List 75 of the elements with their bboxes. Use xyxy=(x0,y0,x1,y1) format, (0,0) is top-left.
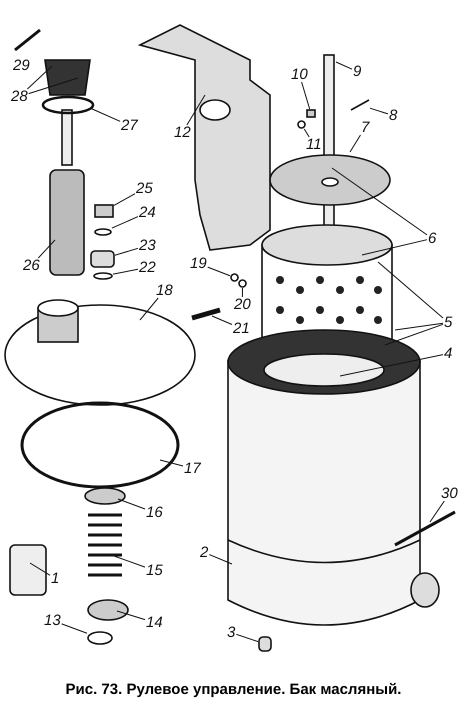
callout-number: 19 xyxy=(189,256,208,271)
leader-line xyxy=(430,500,445,522)
bushing-drawing xyxy=(90,250,115,268)
leader-line xyxy=(212,316,232,325)
ring-drawing xyxy=(297,120,306,129)
leader-line xyxy=(186,94,206,126)
leader-line xyxy=(118,498,146,510)
nut-drawing xyxy=(94,204,114,218)
callout-number: 4 xyxy=(443,346,454,361)
leader-line xyxy=(116,610,146,620)
leader-line xyxy=(28,78,78,94)
leader-line xyxy=(340,354,444,376)
leader-line xyxy=(61,623,88,634)
leader-line xyxy=(207,266,230,276)
leader-line xyxy=(384,324,444,346)
callout-number: 20 xyxy=(233,297,252,312)
callout-number: 25 xyxy=(135,181,154,196)
callout-number: 26 xyxy=(22,258,41,273)
callout-number: 1 xyxy=(50,571,60,586)
callout-number: 9 xyxy=(352,64,362,79)
callout-number: 18 xyxy=(155,283,174,298)
callout-number: 27 xyxy=(120,118,139,133)
callout-number: 6 xyxy=(427,231,438,246)
figure-caption: Рис. 73. Рулевое управление. Бак масляный. xyxy=(64,681,402,698)
leader-line xyxy=(336,62,352,70)
leader-line xyxy=(30,562,50,576)
callout-number: 16 xyxy=(145,505,164,520)
callout-number: 29 xyxy=(12,58,31,73)
leader-line xyxy=(370,108,388,114)
leader-line xyxy=(160,460,184,466)
ring-drawing xyxy=(87,631,113,645)
ring-drawing xyxy=(238,279,247,288)
leader-line xyxy=(112,268,138,275)
leader-line xyxy=(114,556,146,568)
callout-number: 28 xyxy=(10,89,29,104)
leader-line xyxy=(114,193,136,206)
ring-drawing xyxy=(94,228,112,236)
callout-number: 15 xyxy=(145,563,164,578)
callout-number: 3 xyxy=(226,625,236,640)
callout-number: 8 xyxy=(388,108,398,123)
leader-line xyxy=(394,322,444,330)
leader-line xyxy=(378,262,444,318)
ring-drawing xyxy=(93,272,113,280)
callout-number: 10 xyxy=(290,67,309,82)
leader-line xyxy=(208,554,232,564)
leader-line xyxy=(304,128,310,138)
leader-line xyxy=(362,239,428,256)
callout-number: 12 xyxy=(173,125,192,140)
callout-number: 13 xyxy=(43,613,62,628)
pin-drawing xyxy=(350,99,370,111)
ring-drawing xyxy=(230,273,239,282)
leader-line xyxy=(301,82,310,110)
nut-drawing xyxy=(306,109,316,118)
leader-line xyxy=(90,108,120,122)
leader-line xyxy=(350,134,361,152)
leader-line xyxy=(114,248,138,256)
callout-number: 5 xyxy=(443,315,454,330)
leader-line xyxy=(140,298,159,320)
callout-number: 2 xyxy=(199,545,210,560)
callout-number: 22 xyxy=(138,260,157,275)
callout-number: 14 xyxy=(145,615,164,630)
leader-line xyxy=(242,288,243,298)
callout-number: 11 xyxy=(305,137,323,152)
callout-number: 23 xyxy=(138,238,157,253)
leader-line xyxy=(112,216,138,229)
leader-line xyxy=(332,168,428,236)
callout-number: 7 xyxy=(360,120,370,135)
leader-line xyxy=(38,240,56,258)
leader-line xyxy=(26,66,52,90)
callout-number: 30 xyxy=(440,486,459,501)
callout-number: 21 xyxy=(232,321,251,336)
callout-number: 24 xyxy=(138,205,157,220)
leader-line xyxy=(236,634,258,642)
bushing-drawing xyxy=(258,636,272,652)
callout-number: 17 xyxy=(183,461,202,476)
